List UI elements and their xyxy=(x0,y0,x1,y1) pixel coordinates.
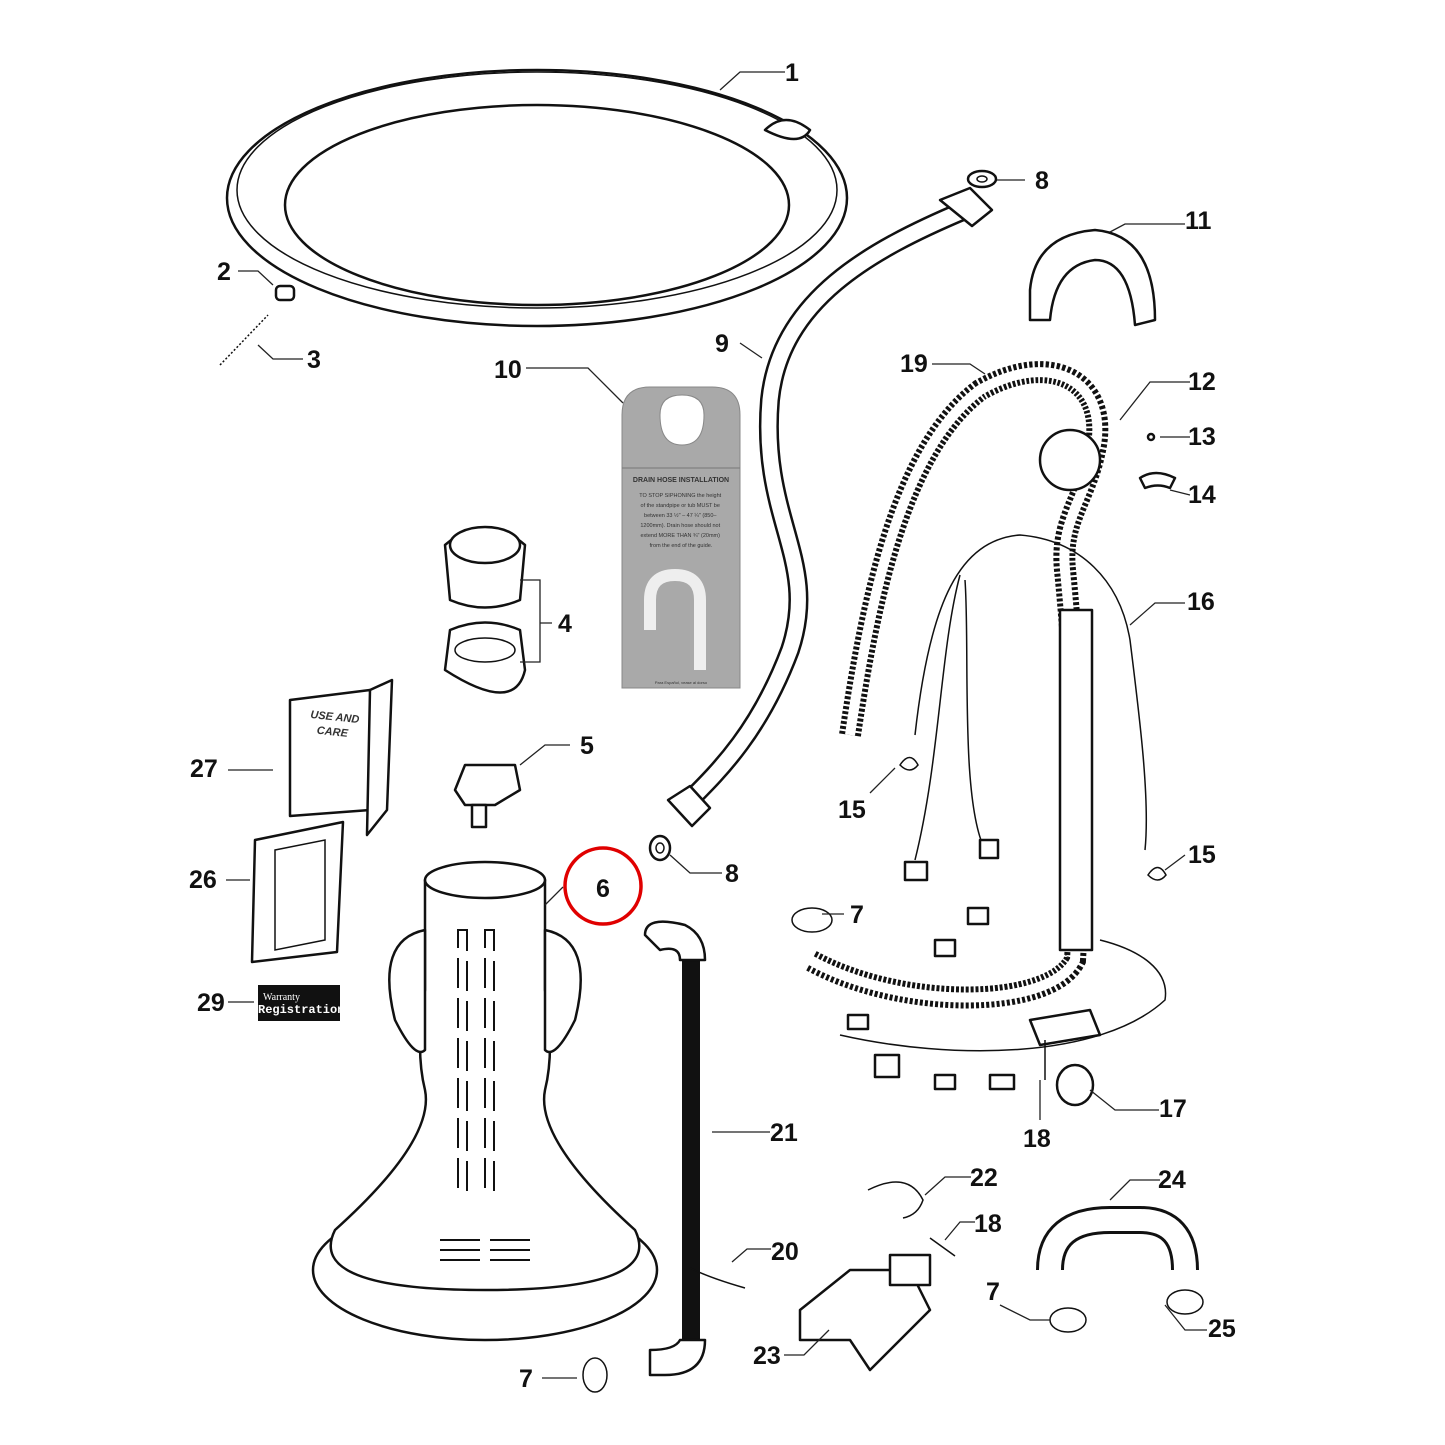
callout-8: 8 xyxy=(725,860,739,888)
part-8-washer-bottom xyxy=(648,834,672,862)
drain-card-line: TO STOP SIPHONING the height xyxy=(639,493,721,499)
manual-label: USE AND xyxy=(310,709,360,726)
callout-17: 17 xyxy=(1159,1095,1187,1123)
part-13-screw xyxy=(1146,432,1156,442)
callout-15: 15 xyxy=(838,796,866,824)
part-7-clamp xyxy=(582,1357,608,1393)
callout-7: 7 xyxy=(850,901,864,929)
callout-14: 14 xyxy=(1188,481,1216,509)
svg-text:USE AND CARE: USE AND CARE xyxy=(308,709,363,741)
part-5-agitator-bolt xyxy=(453,763,522,829)
part-6-agitator xyxy=(311,860,659,1342)
callout-19: 19 xyxy=(900,350,928,378)
callout-18: 18 xyxy=(1023,1125,1051,1153)
part-11-hose-guide xyxy=(1028,228,1157,327)
callout-2: 2 xyxy=(217,258,231,286)
registration-label: Registration xyxy=(258,1003,344,1017)
part-16-wire-harness xyxy=(839,534,1167,1091)
part-9-inlet-hose xyxy=(666,186,994,828)
drain-card-line: 1200mm). Drain hose should not xyxy=(640,523,720,529)
callout-18: 18 xyxy=(974,1210,1002,1238)
callout-7: 7 xyxy=(986,1278,1000,1306)
callout-6: 6 xyxy=(596,875,610,903)
callout-5: 5 xyxy=(580,732,594,760)
callout-27: 27 xyxy=(190,755,218,783)
part-3-spring xyxy=(219,314,269,366)
callout-13: 13 xyxy=(1188,423,1216,451)
part-17-drain-outlet xyxy=(1028,608,1102,1107)
part-1-lid-ring xyxy=(225,68,849,328)
part-29-warranty-card: Warranty Registration xyxy=(258,985,344,1021)
drain-card-title: DRAIN HOSE INSTALLATION xyxy=(633,477,729,484)
drain-card-line: between 33 ½" – 47 ¼" (850– xyxy=(644,512,717,519)
callout-26: 26 xyxy=(189,866,217,894)
part-7-clamp xyxy=(791,907,833,933)
callout-8: 8 xyxy=(1035,167,1049,195)
callout-12: 12 xyxy=(1188,368,1216,396)
callout-21: 21 xyxy=(770,1119,798,1147)
part-25-clamp xyxy=(1166,1289,1204,1315)
callouts: 1 8 11 2 3 9 10 19 12 13 14 16 4 5 27 15… xyxy=(189,59,1236,1393)
drain-card-line: from the end of the guide. xyxy=(650,543,713,549)
callout-4: 4 xyxy=(558,610,572,638)
part-12-pump-bracket xyxy=(1038,428,1102,492)
callout-24: 24 xyxy=(1158,1166,1186,1194)
part-20-clip xyxy=(689,1267,746,1289)
callout-23: 23 xyxy=(753,1342,781,1370)
part-15-clamp xyxy=(1147,866,1167,881)
part-21-drain-pipe xyxy=(643,920,707,1377)
callout-20: 20 xyxy=(771,1238,799,1266)
callout-9: 9 xyxy=(715,330,729,358)
callout-1: 1 xyxy=(785,59,799,87)
part-23-water-valve xyxy=(798,1253,932,1372)
part-22-clamp xyxy=(867,1181,924,1219)
part-18-screw xyxy=(929,1237,956,1257)
callout-16: 16 xyxy=(1187,588,1215,616)
drain-card-line: of the standpipe or tub MUST be xyxy=(641,503,720,509)
part-8-washer-top xyxy=(966,169,998,189)
part-4-filter-assembly xyxy=(443,525,527,694)
drain-card-line: extend MORE THAN ¾" (20mm) xyxy=(640,533,720,539)
part-7-clamp xyxy=(1049,1307,1087,1333)
highlight-circle xyxy=(563,846,643,926)
part-27-use-and-care-manual: USE AND CARE xyxy=(288,678,394,837)
part-15-clamp xyxy=(899,756,919,771)
leader-lines xyxy=(226,71,1207,1379)
callout-22: 22 xyxy=(970,1164,998,1192)
part-26-literature-pack xyxy=(250,820,345,964)
callout-15: 15 xyxy=(1188,841,1216,869)
manual-label: CARE xyxy=(316,725,349,740)
callout-10: 10 xyxy=(494,356,522,384)
part-10-drain-hose-card: DRAIN HOSE INSTALLATION TO STOP SIPHONIN… xyxy=(621,386,741,689)
callout-3: 3 xyxy=(307,346,321,374)
callout-29: 29 xyxy=(197,989,225,1017)
callout-25: 25 xyxy=(1208,1315,1236,1343)
drain-card-footer: Para Español, vease al dorso xyxy=(655,680,708,685)
warranty-label: Warranty xyxy=(263,992,300,1003)
svg-text:TO STOP SIPHONING the height: TO STOP SIPHONING the height of the stan… xyxy=(639,493,722,549)
callout-7: 7 xyxy=(519,1365,533,1393)
part-2-clip xyxy=(274,284,296,302)
callout-11: 11 xyxy=(1185,207,1212,235)
part-14-clip xyxy=(1138,471,1177,490)
part-24-hose xyxy=(1036,1206,1199,1271)
part-19-drain-hose xyxy=(804,361,1109,1009)
